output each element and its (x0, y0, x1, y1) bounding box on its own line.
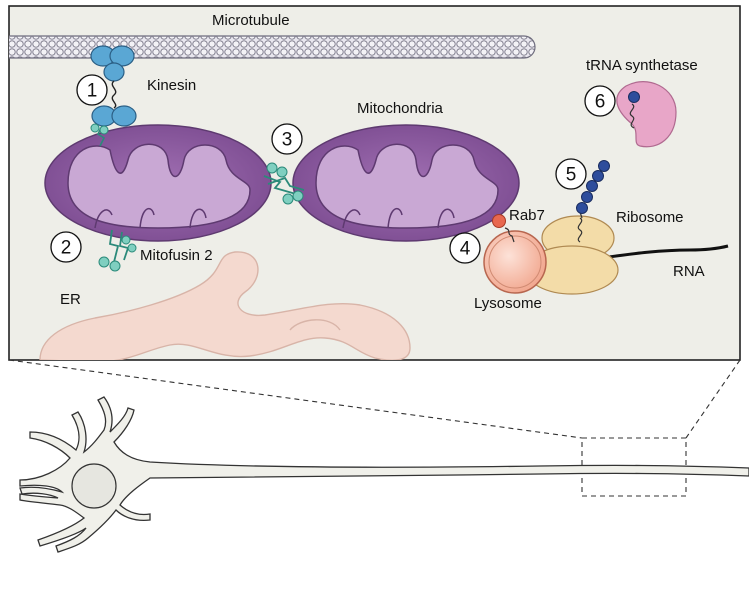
er-label: ER (60, 291, 81, 308)
microtubule-label: Microtubule (212, 12, 290, 29)
mitofusin-tether-er (98, 229, 137, 272)
kinesin-motor (90, 45, 137, 147)
ribosome-label: Ribosome (616, 209, 684, 226)
lysosome (483, 214, 547, 294)
mitochondrion-right (292, 124, 520, 242)
rab7-label: Rab7 (509, 207, 545, 224)
amino-acid-chain (576, 160, 610, 214)
kinesin-label: Kinesin (147, 77, 196, 94)
step-number: 2 (61, 238, 72, 259)
step-number: 5 (566, 165, 577, 186)
microtubule (9, 35, 536, 59)
mitochondria-label: Mitochondria (357, 100, 444, 117)
er-fold (289, 319, 341, 331)
step-marker-4: 4 (449, 232, 481, 264)
neuron-nucleus (71, 463, 117, 509)
step-number: 6 (595, 92, 606, 113)
step-marker-1: 1 (76, 74, 108, 106)
step-marker-3: 3 (271, 123, 303, 155)
endoplasmic-reticulum (39, 251, 411, 360)
step-marker-2: 2 (50, 231, 82, 263)
zoom-panel: Microtubule Kinesin Mitochondria Mitofus… (8, 5, 741, 361)
lysosome-label: Lysosome (474, 295, 542, 312)
trna-synthetase (616, 81, 677, 148)
step-marker-5: 5 (555, 158, 587, 190)
rna-label: RNA (673, 263, 705, 280)
mitofusin-label: Mitofusin 2 (140, 247, 213, 264)
mitofusin-tether-mito (263, 162, 305, 205)
trna-synthetase-label: tRNA synthetase (586, 57, 698, 74)
step-number: 1 (87, 81, 98, 102)
zoom-guides (8, 359, 741, 497)
step-number: 3 (282, 130, 293, 151)
step-marker-6: 6 (584, 85, 616, 117)
neuron (19, 396, 749, 553)
rab7-protein (492, 214, 506, 228)
mitochondrion-left (44, 124, 272, 242)
step-number: 4 (460, 239, 471, 260)
neuron-body-and-axon (19, 396, 749, 553)
